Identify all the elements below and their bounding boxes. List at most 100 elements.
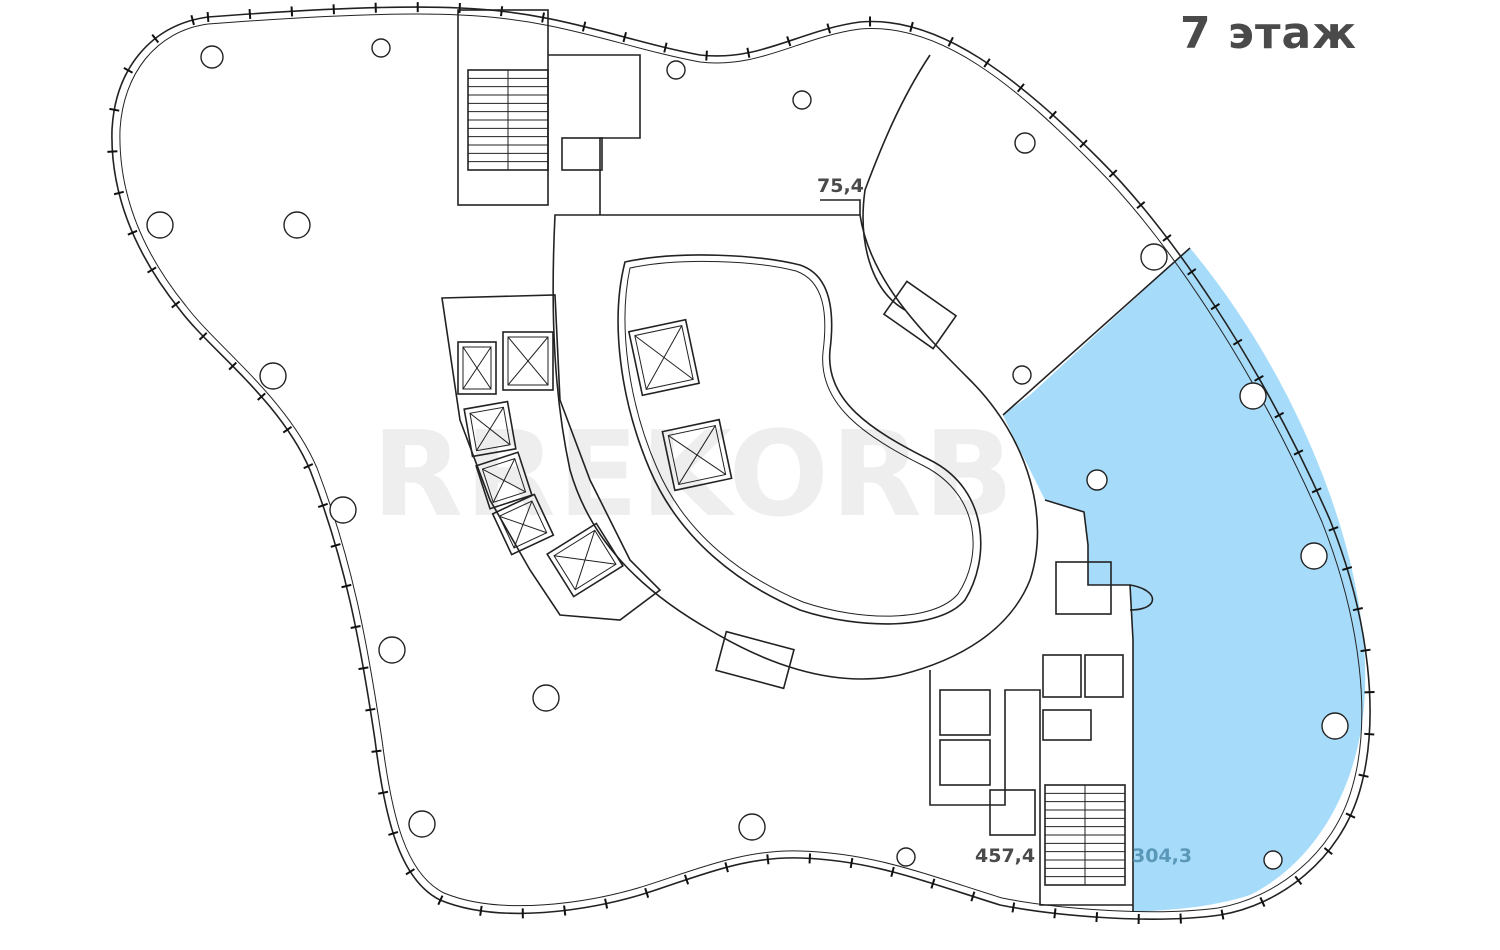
structural-column	[1300, 542, 1328, 570]
mullion-tick	[1328, 526, 1339, 532]
outer-facade	[111, 6, 1371, 920]
mullion-tick	[1364, 732, 1375, 736]
atrium-inner	[624, 260, 974, 617]
mullion-tick	[541, 12, 546, 23]
mullion-tick	[365, 707, 376, 712]
mullion-tick	[388, 831, 399, 836]
mullion-tick	[330, 543, 341, 548]
mullion-tick	[1360, 648, 1371, 653]
mullion-tick	[604, 898, 609, 909]
elevator-car	[475, 451, 533, 510]
mullion-tick	[479, 905, 483, 916]
mullion-tick	[1136, 201, 1146, 210]
structural-column	[896, 847, 916, 867]
mullion-tick	[622, 32, 628, 43]
mullion-tick	[983, 58, 991, 68]
mullion-tick	[1187, 268, 1197, 276]
mullion-tick	[1016, 83, 1025, 93]
mullion-tick	[317, 502, 328, 508]
structural-column	[792, 90, 812, 110]
structural-column	[408, 810, 436, 838]
mullion-tick	[705, 50, 708, 61]
mullion-tick	[358, 666, 369, 671]
south-block	[715, 630, 795, 690]
service-room-7	[989, 789, 1036, 836]
structural-column	[1014, 132, 1036, 154]
service-room-5	[939, 689, 991, 736]
structural-column	[1140, 243, 1168, 271]
mullion-tick	[350, 625, 361, 630]
structural-column	[666, 60, 686, 80]
bump	[1129, 584, 1154, 611]
mullion-tick	[1048, 110, 1057, 120]
mullion-tick	[127, 229, 138, 236]
outer-facade-inner	[119, 13, 1363, 913]
mullion-tick	[1162, 234, 1172, 242]
service-room-1	[1055, 561, 1112, 615]
mullion-tick	[663, 42, 668, 53]
mullion-tick	[563, 905, 567, 916]
structural-column	[1321, 712, 1349, 740]
mullion-tick	[151, 34, 160, 44]
mullion-tick	[303, 463, 314, 470]
mullion-tick	[206, 11, 210, 23]
mullion-tick	[683, 874, 690, 885]
stair-south-treads	[1045, 785, 1125, 885]
mullion-tick	[1011, 902, 1016, 913]
mullion-tick	[405, 868, 415, 876]
mullion-tick	[1342, 566, 1353, 571]
mullion-tick	[1358, 773, 1369, 778]
area-label-office-east[interactable]: 304,3	[1132, 845, 1193, 867]
structural-column	[371, 38, 391, 58]
mullion-tick	[257, 392, 266, 401]
mullion-tick	[198, 332, 208, 341]
mullion-tick	[1220, 909, 1225, 920]
structural-column	[259, 362, 287, 390]
core-north	[457, 9, 549, 206]
elevator-car	[491, 493, 555, 556]
mullion-tick	[808, 853, 812, 864]
mullion-tick	[581, 21, 587, 32]
structural-column	[283, 211, 311, 239]
elevator-car	[463, 400, 517, 458]
service-room-4	[1042, 709, 1092, 741]
mullion-tick	[1293, 449, 1304, 456]
mullion-tick	[786, 36, 792, 47]
structural-column	[1239, 382, 1267, 410]
service-room-3	[1084, 654, 1124, 698]
mullion-tick	[930, 878, 936, 889]
structural-column	[146, 211, 174, 239]
mullion-tick	[290, 6, 294, 17]
mullion-tick	[282, 426, 293, 434]
mullion-tick	[123, 67, 134, 74]
structural-column	[532, 684, 560, 712]
office-north-door	[820, 199, 861, 215]
mullion-tick	[147, 266, 157, 274]
mullion-tick	[947, 36, 954, 47]
mullion-tick	[437, 895, 444, 906]
area-label-office-west[interactable]: 457,4	[975, 845, 1036, 867]
mullion-tick	[909, 21, 914, 32]
core-wall-north	[548, 54, 641, 215]
mullion-tick	[171, 300, 181, 309]
structural-column	[1012, 365, 1032, 385]
mullion-tick	[109, 107, 120, 112]
stair-north-treads	[468, 70, 548, 170]
mullion-tick	[644, 887, 650, 899]
mullion-tick	[826, 23, 832, 34]
mullion-tick	[724, 862, 729, 873]
mullion-tick	[228, 361, 237, 371]
floor-title: 7 этаж	[1180, 8, 1357, 59]
mullion-tick	[1311, 487, 1322, 494]
mullion-tick	[1210, 303, 1220, 311]
mullion-tick	[371, 749, 382, 753]
area-label-office-north[interactable]: 75,4	[817, 175, 864, 197]
shaft-small	[561, 137, 603, 171]
partition-east-bay	[1002, 247, 1191, 416]
highlighted-unit[interactable]	[1003, 248, 1366, 912]
facade-mullions	[107, 2, 1375, 925]
mullion-tick	[746, 47, 751, 58]
mullion-tick	[890, 866, 895, 877]
